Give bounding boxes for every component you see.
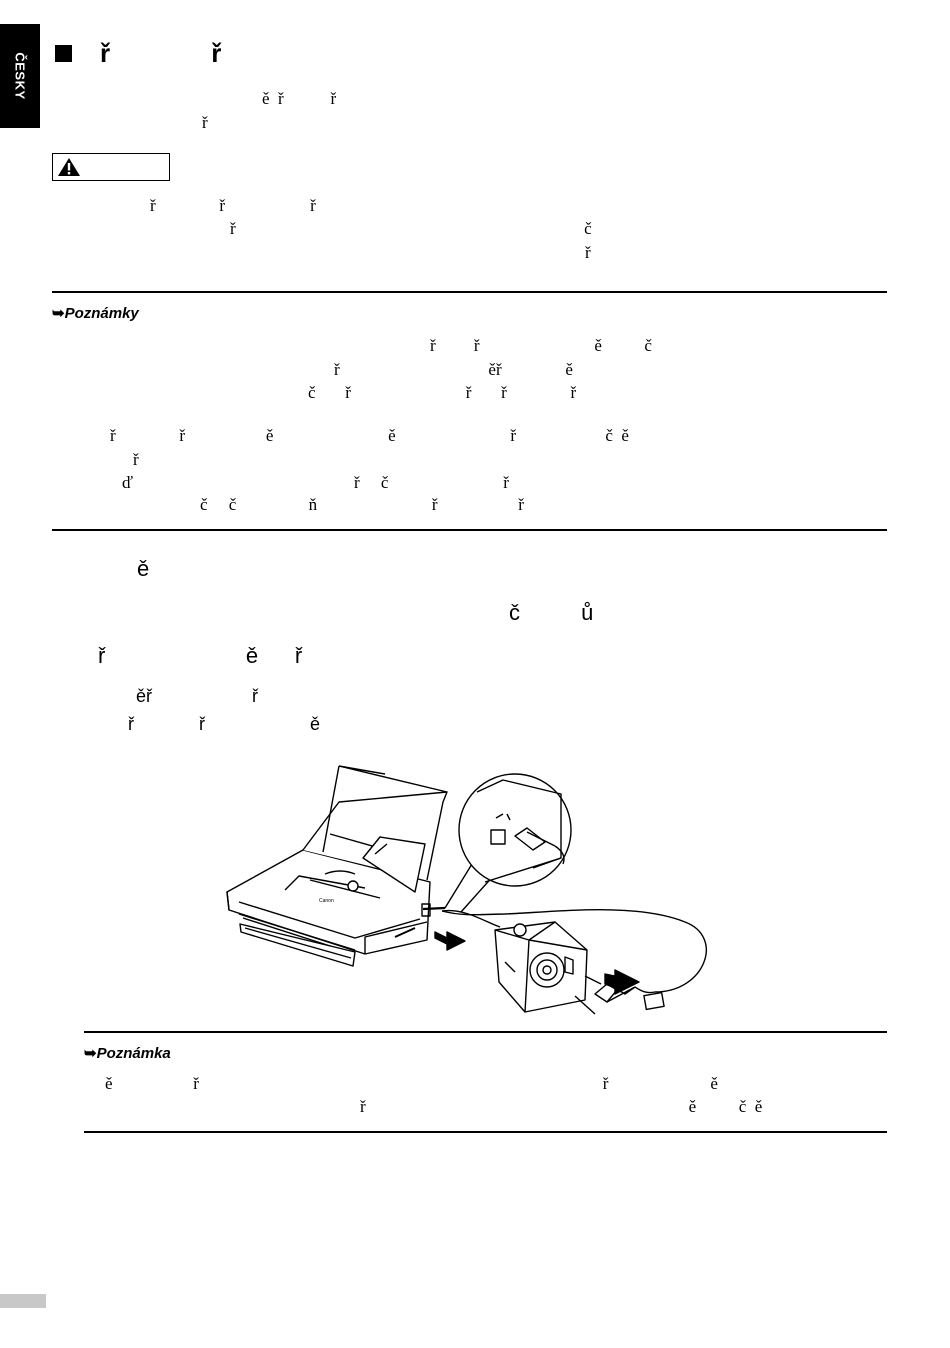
notes-line-1: ř ř ě č (430, 336, 652, 355)
notes-top-rule (52, 291, 887, 293)
printer-brand-text: Canon (319, 898, 334, 904)
notes-heading: ➥Poznámky (52, 304, 139, 322)
note2-label: Poznámka (96, 1045, 171, 1062)
step-line-2: č ů (509, 600, 594, 625)
warning-triangle-icon (58, 158, 80, 176)
step-sub-1: ěř ř (136, 686, 259, 706)
section-heading: ř ř (100, 38, 222, 68)
notes-line-7: č č ň ř ř (200, 495, 524, 514)
notes-label: Poznámky (64, 305, 139, 322)
language-tab: ČESKY (0, 24, 40, 128)
note2-line-1: ě ř ř ě (105, 1074, 718, 1093)
intro-line-1: ě ř ř (262, 89, 337, 108)
usb-port-zoom-illustration (458, 773, 572, 887)
printer-camera-connection-illustration: Canon (226, 765, 707, 1015)
notes-line-6: ď ř č ř (122, 473, 509, 492)
page-number-marker (0, 1294, 46, 1308)
notes-line-2: ř ěř ě (334, 360, 573, 379)
printer-illustration (226, 765, 448, 967)
heading-bullet-square (55, 45, 72, 62)
notes-line-4: ř ř ě ě ř č ě (110, 426, 629, 445)
note2-top-rule (84, 1031, 887, 1033)
arrow-right-icon: ➥ (84, 1045, 97, 1062)
step-sub-2: ř ř ě (128, 714, 321, 734)
language-tab-label: ČESKY (12, 52, 28, 100)
step-line-3: ř ě ř (98, 643, 303, 668)
notes-line-5: ř (133, 450, 139, 469)
notes-bottom-rule (52, 529, 887, 531)
warning-label-box (52, 153, 170, 181)
warning-line-2: ř č (230, 219, 592, 238)
notes-line-3: č ř ř ř ř (308, 383, 577, 402)
note2-heading: ➥Poznámka (84, 1044, 171, 1062)
arrow-right-icon: ➥ (52, 305, 65, 322)
warning-line-3: ř (585, 243, 591, 262)
note2-bottom-rule (84, 1131, 887, 1133)
note2-line-2: ř ě č ě (360, 1097, 763, 1116)
intro-line-2: ř (202, 113, 208, 132)
warning-line-1: ř ř ř (150, 196, 316, 215)
step-heading: ě (137, 556, 150, 581)
camera-illustration (494, 921, 596, 1015)
